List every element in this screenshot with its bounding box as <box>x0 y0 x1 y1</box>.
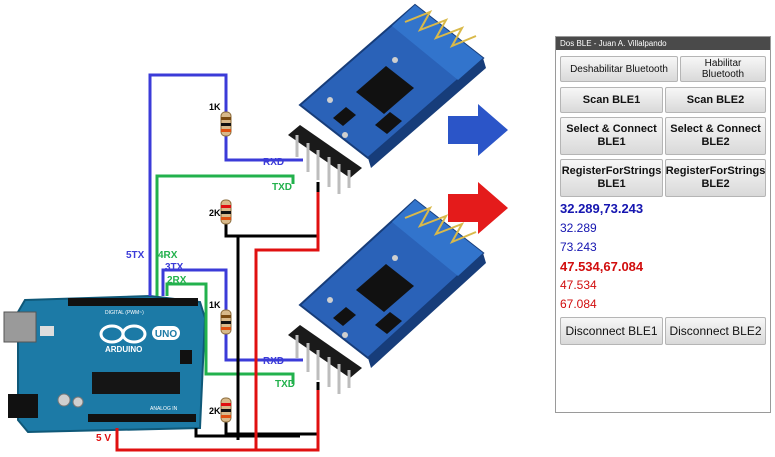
board-model: UNO <box>155 329 177 340</box>
tx2-pin-label: 3TX <box>165 262 184 273</box>
rx2-pin-label: 2RX <box>167 275 187 286</box>
vcc-label: 5 V <box>96 433 111 444</box>
red-arrow-icon <box>448 182 508 234</box>
r1-bottom-label: 2K <box>209 208 221 218</box>
register-strings-ble2-button[interactable]: RegisterForStrings BLE2 <box>665 159 766 197</box>
enable-bluetooth-button[interactable]: Habilitar Bluetooth <box>680 56 766 82</box>
app-title-bar: Dos BLE - Juan A. Villalpando <box>556 37 770 50</box>
wire-gnd2 <box>224 382 320 436</box>
wire-tx2 <box>161 268 303 362</box>
select-connect-ble1-button[interactable]: Select & Connect BLE1 <box>560 117 663 155</box>
module2-txd-label: TXD <box>275 379 295 390</box>
disconnect-ble2-button[interactable]: Disconnect BLE2 <box>665 317 766 345</box>
module1-txd-label: TXD <box>272 182 292 193</box>
tx-pin-label: 5TX <box>126 250 145 261</box>
rx-pin-label: 4RX <box>158 250 178 261</box>
ble1-value1-output: 32.289 <box>560 221 597 235</box>
scan-ble1-button[interactable]: Scan BLE1 <box>560 87 663 113</box>
r1-top-label: 1K <box>209 102 221 112</box>
register-row: RegisterForStrings BLE1 RegisterForStrin… <box>560 159 766 197</box>
ble1-value2-output: 73.243 <box>560 240 597 254</box>
ble1-combined-output: 32.289,73.243 <box>560 201 644 216</box>
resistor-2k-top <box>220 199 232 225</box>
select-connect-ble2-button[interactable]: Select & Connect BLE2 <box>665 117 766 155</box>
arduino-uno-board: UNO ARDUINO DIGITAL (PWM~) ANALOG IN <box>3 294 207 434</box>
board-analog-label: ANALOG IN <box>150 406 178 412</box>
wire-vcc1 <box>254 192 320 450</box>
resistor-1k-top <box>220 111 232 137</box>
resistor-1k-bottom <box>220 309 232 335</box>
ble2-value1-output: 47.534 <box>560 278 597 292</box>
disconnect-row: Disconnect BLE1 Disconnect BLE2 <box>560 317 766 345</box>
select-connect-row: Select & Connect BLE1 Select & Connect B… <box>560 117 766 155</box>
ble-module-2 <box>288 198 486 394</box>
module1-rxd-label: RXD <box>263 157 284 168</box>
register-strings-ble1-button[interactable]: RegisterForStrings BLE1 <box>560 159 663 197</box>
wire-rx2 <box>165 282 295 384</box>
blue-arrow-icon <box>448 104 508 156</box>
wire-tx1 <box>148 73 303 296</box>
ble2-value2-output: 67.084 <box>560 297 597 311</box>
r2-top-label: 1K <box>209 300 221 310</box>
board-brand: ARDUINO <box>105 345 142 354</box>
r2-bottom-label: 2K <box>209 406 221 416</box>
ble2-combined-output: 47.534,67.084 <box>560 259 644 274</box>
ble-module-1 <box>288 3 486 194</box>
module2-rxd-label: RXD <box>263 356 284 367</box>
wire-rx1 <box>155 174 295 296</box>
scan-row: Scan BLE1 Scan BLE2 <box>560 87 766 113</box>
scan-ble2-button[interactable]: Scan BLE2 <box>665 87 766 113</box>
disable-bluetooth-button[interactable]: Deshabilitar Bluetooth <box>560 56 678 82</box>
bluetooth-toggle-row: Deshabilitar Bluetooth Habilitar Bluetoo… <box>560 56 766 82</box>
board-digital-label: DIGITAL (PWM~) <box>105 310 144 316</box>
disconnect-ble1-button[interactable]: Disconnect BLE1 <box>560 317 663 345</box>
phone-app-screen: Dos BLE - Juan A. Villalpando Deshabilit… <box>555 36 771 413</box>
wire-vcc2 <box>115 390 320 452</box>
resistor-2k-bottom <box>220 397 232 423</box>
wire-gnd-board <box>194 428 300 438</box>
